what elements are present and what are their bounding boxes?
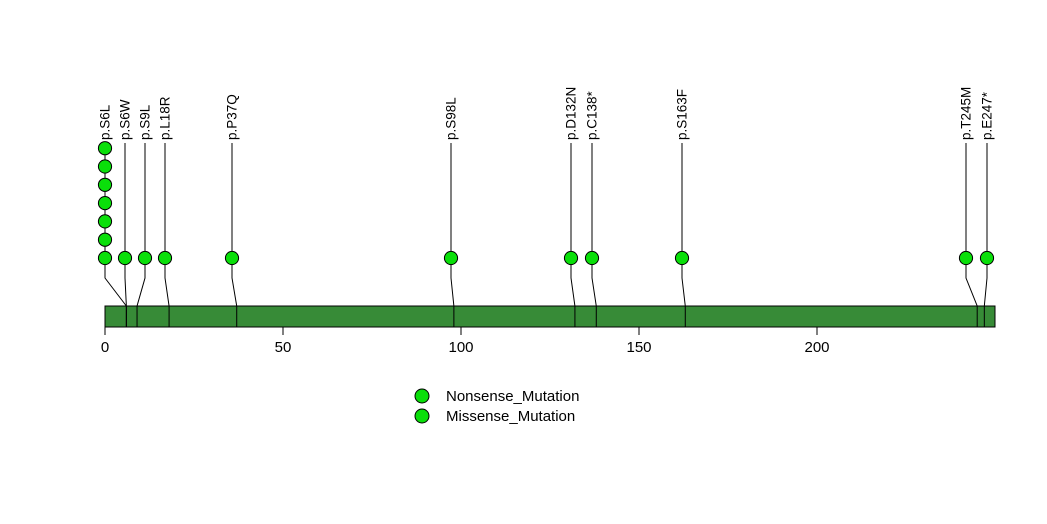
mutation-label: p.D132N	[564, 87, 579, 140]
mutation-label: p.S6W	[118, 99, 133, 140]
mutation-stem	[591, 143, 597, 327]
mutation-stem	[570, 143, 576, 327]
mutation-stem	[124, 143, 127, 327]
mutation-marker	[157, 250, 173, 266]
mutation-marker	[958, 250, 974, 266]
mutation-label: p.T245M	[959, 87, 974, 140]
mutation-stem	[164, 143, 170, 327]
mutation-label: p.S163F	[675, 89, 690, 140]
mutation-stem	[231, 143, 238, 327]
mutation-label: p.P37Q	[225, 94, 240, 140]
mutation-stem	[450, 143, 455, 327]
mutation-marker	[674, 250, 690, 266]
mutation-marker	[97, 177, 113, 192]
mutation-marker	[443, 250, 459, 266]
mutation-marker	[97, 141, 113, 156]
axis-tick-label: 200	[804, 339, 829, 356]
mutation-stem	[136, 143, 146, 327]
axis-tick-label: 50	[275, 339, 292, 356]
protein-backbone	[104, 305, 996, 328]
mutation-label: p.E247*	[980, 91, 995, 140]
mutation-marker	[224, 250, 240, 266]
mutation-marker	[137, 250, 153, 266]
mutation-stem	[983, 143, 988, 327]
axis-tick-label: 0	[101, 339, 109, 356]
axis-tick-label: 100	[448, 339, 473, 356]
mutation-marker	[979, 250, 995, 266]
legend-marker-missense	[414, 408, 430, 424]
mutation-marker	[584, 250, 600, 266]
mutation-marker	[117, 250, 133, 266]
mutation-label: p.S98L	[444, 97, 459, 140]
mutation-marker	[97, 159, 113, 174]
legend-label-nonsense: Nonsense_Mutation	[446, 388, 579, 405]
axis-tick-label: 150	[626, 339, 651, 356]
mutation-stem	[681, 143, 686, 327]
mutation-marker	[563, 250, 579, 266]
mutation-label: p.S9L	[138, 104, 153, 140]
legend-label-missense: Missense_Mutation	[446, 408, 575, 425]
mutation-label: p.C138*	[585, 90, 600, 140]
mutation-label: p.S6L	[98, 104, 113, 140]
mutation-label: p.L18R	[158, 96, 173, 140]
mutation-marker	[97, 232, 113, 247]
mutation-marker	[97, 196, 113, 211]
mutation-marker	[97, 250, 113, 266]
legend-marker-nonsense	[414, 388, 430, 404]
mutation-marker	[97, 214, 113, 229]
mutation-stem	[965, 143, 978, 327]
